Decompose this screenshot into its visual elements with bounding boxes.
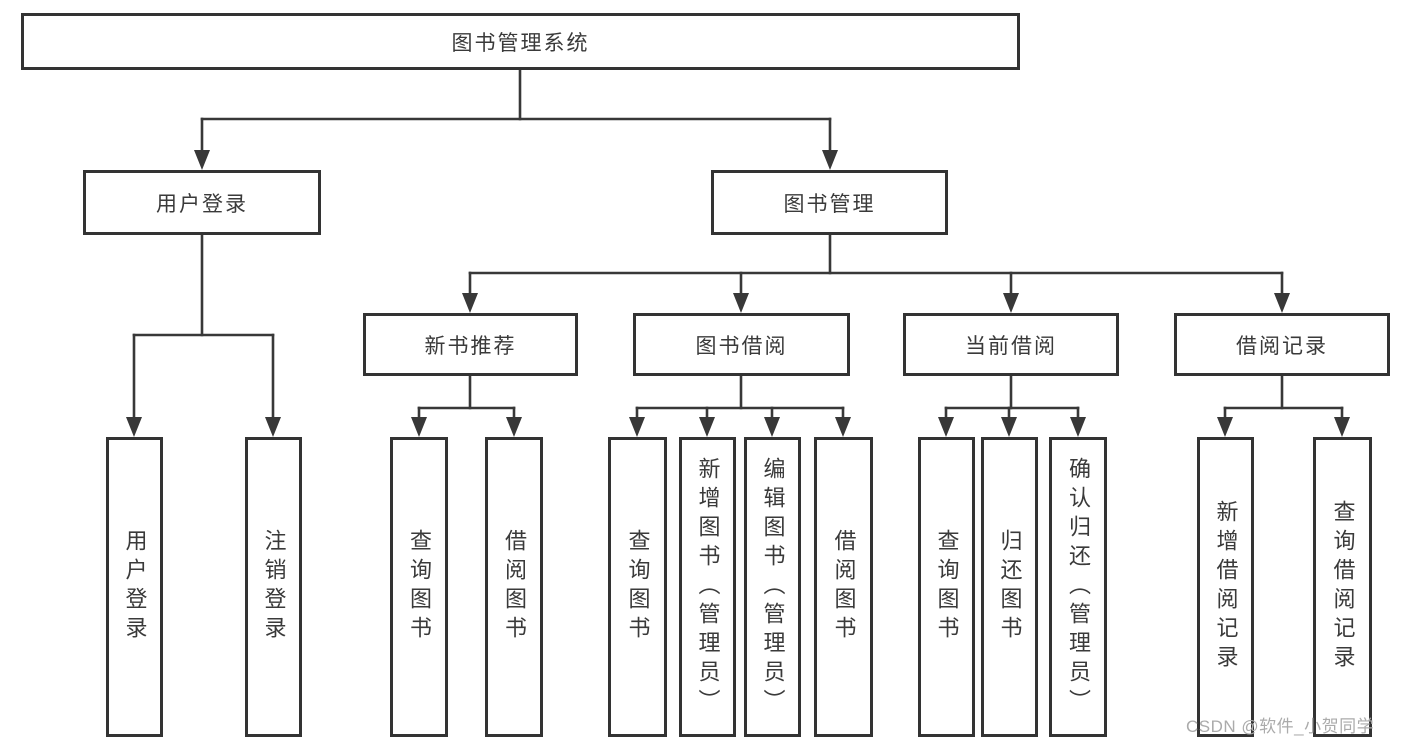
leaf-borrowing-borrow-books-label: 借阅图书 — [831, 529, 857, 645]
leaf-newbooks-borrow-books: 借阅图书 — [485, 437, 543, 737]
leaf-newbooks-query-books: 查询图书 — [390, 437, 448, 737]
connector-user-login — [126, 233, 281, 437]
node-book-management-label: 图书管理 — [783, 192, 876, 216]
connector-book-borrowing — [629, 374, 851, 437]
leaf-current-query-books: 查询图书 — [918, 437, 975, 737]
leaf-user-login-label: 用户登录 — [122, 529, 148, 645]
node-borrowing-records: 借阅记录 — [1174, 313, 1390, 376]
leaf-newbooks-query-books-label: 查询图书 — [407, 529, 432, 645]
leaf-return-books: 归还图书 — [981, 437, 1038, 737]
csdn-watermark: CSDN @软件_小贺同学 — [1186, 717, 1375, 736]
connector-root-to-level2 — [194, 68, 838, 170]
leaf-logout-label: 注销登录 — [261, 529, 287, 645]
connector-book-management — [462, 233, 1290, 313]
leaf-logout: 注销登录 — [245, 437, 302, 737]
leaf-query-borrow-record-label: 查询借阅记录 — [1330, 500, 1356, 674]
node-current-borrowing-label: 当前借阅 — [965, 334, 1057, 358]
leaf-edit-book-admin: 编辑图书（管理员） — [744, 437, 801, 737]
connector-borrowing-records — [1217, 374, 1350, 437]
leaf-confirm-return-admin: 确认归还（管理员） — [1049, 437, 1107, 737]
leaf-return-books-label: 归还图书 — [997, 529, 1023, 645]
leaf-borrowing-borrow-books: 借阅图书 — [814, 437, 873, 737]
leaf-borrowing-query-books: 查询图书 — [608, 437, 667, 737]
node-book-borrowing-label: 图书借阅 — [695, 334, 788, 358]
connector-current-borrowing — [938, 374, 1086, 437]
leaf-add-book-admin-label: 新增图书（管理员） — [695, 456, 721, 718]
leaf-user-login: 用户登录 — [106, 437, 163, 737]
node-root-label: 图书管理系统 — [451, 31, 590, 55]
leaf-newbooks-borrow-books-label: 借阅图书 — [502, 529, 527, 645]
leaf-edit-book-admin-label: 编辑图书（管理员） — [760, 456, 786, 718]
node-user-login: 用户登录 — [83, 170, 321, 235]
leaf-add-book-admin: 新增图书（管理员） — [679, 437, 736, 737]
node-user-login-label: 用户登录 — [156, 192, 248, 216]
leaf-query-borrow-record: 查询借阅记录 — [1313, 437, 1372, 737]
node-borrowing-records-label: 借阅记录 — [1236, 334, 1328, 358]
node-book-management: 图书管理 — [711, 170, 948, 235]
node-root: 图书管理系统 — [21, 13, 1020, 70]
node-new-books: 新书推荐 — [363, 313, 578, 376]
node-current-borrowing: 当前借阅 — [903, 313, 1119, 376]
leaf-confirm-return-admin-label: 确认归还（管理员） — [1066, 456, 1091, 718]
leaf-add-borrow-record-label: 新增借阅记录 — [1213, 500, 1239, 674]
leaf-add-borrow-record: 新增借阅记录 — [1197, 437, 1254, 737]
node-book-borrowing: 图书借阅 — [633, 313, 850, 376]
leaf-borrowing-query-books-label: 查询图书 — [625, 529, 651, 645]
connector-new-books — [411, 374, 522, 437]
leaf-current-query-books-label: 查询图书 — [934, 529, 960, 645]
node-new-books-label: 新书推荐 — [424, 334, 517, 358]
